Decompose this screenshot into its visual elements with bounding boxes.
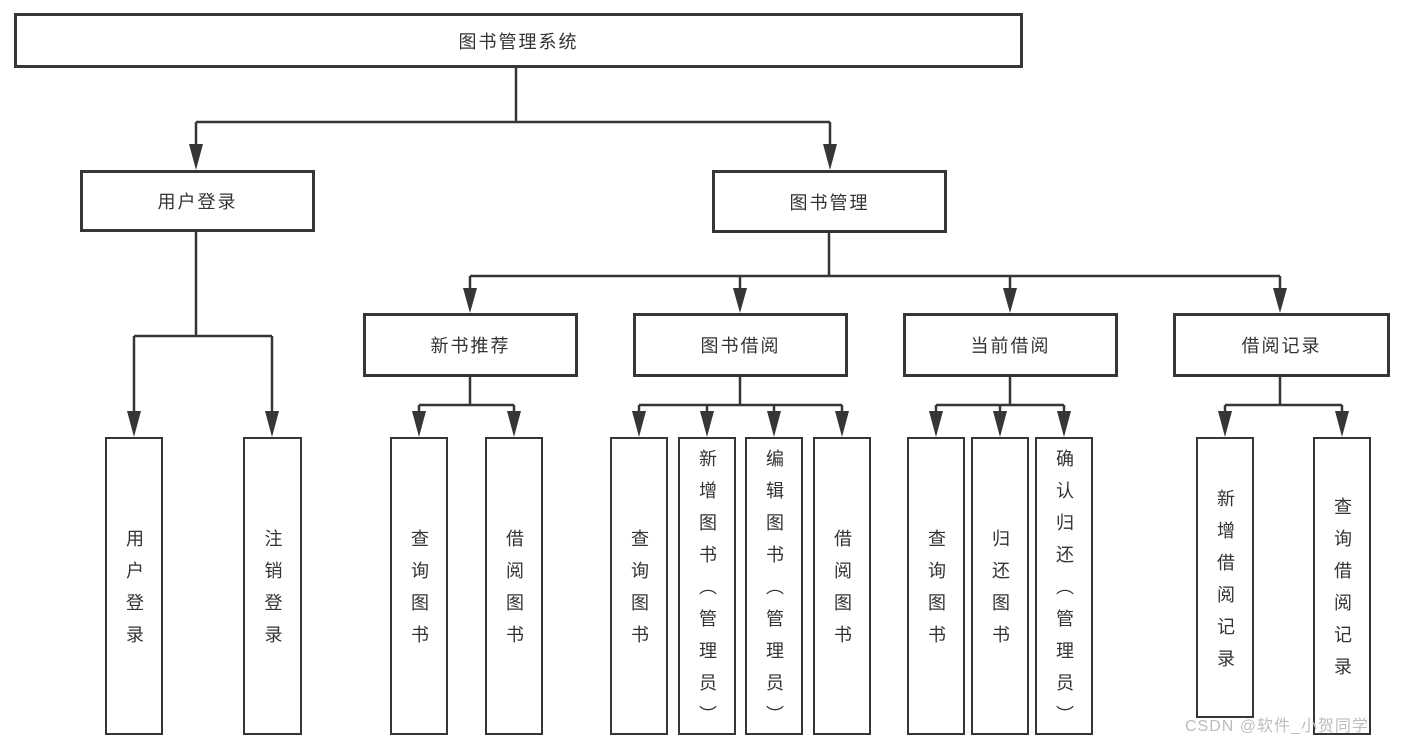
- arrow-down-icon: [127, 411, 141, 437]
- leaf-add-borrow-record: 新增借阅记录: [1196, 437, 1254, 718]
- leaf-query-borrow-record: 查询借阅记录: [1313, 437, 1371, 735]
- node-label: 查询图书: [409, 529, 429, 657]
- node-label: 图书管理系统: [458, 31, 579, 52]
- node-label: 图书管理: [789, 192, 870, 213]
- node-label: 当前借阅: [970, 336, 1051, 356]
- node-user-login: 用户登录: [80, 170, 315, 232]
- arrow-down-icon: [1057, 411, 1071, 437]
- node-label: 图书借阅: [700, 336, 781, 356]
- arrow-down-icon: [1335, 411, 1349, 437]
- arrow-down-icon: [412, 411, 426, 437]
- leaf-return-books: 归还图书: [971, 437, 1029, 735]
- leaf-logout: 注销登录: [243, 437, 302, 735]
- node-label: 查询借阅记录: [1332, 497, 1352, 689]
- node-label: 确认归还（管理员）: [1054, 449, 1074, 737]
- node-current-borrowing: 当前借阅: [903, 313, 1118, 377]
- leaf-borrow-books: 借阅图书: [485, 437, 543, 735]
- node-label: 新增图书（管理员）: [697, 449, 717, 737]
- arrow-down-icon: [507, 411, 521, 437]
- arrow-down-icon: [463, 288, 477, 313]
- node-label: 编辑图书（管理员）: [764, 449, 784, 737]
- arrow-down-icon: [189, 144, 203, 170]
- node-label: 归还图书: [990, 529, 1010, 657]
- node-label: 注销登录: [262, 529, 283, 657]
- node-book-borrowing: 图书借阅: [633, 313, 848, 377]
- leaf-edit-book-admin: 编辑图书（管理员）: [745, 437, 803, 737]
- arrow-down-icon: [265, 411, 279, 437]
- arrow-down-icon: [1218, 411, 1232, 437]
- node-label: 用户登录: [124, 529, 144, 657]
- arrow-down-icon: [835, 411, 849, 437]
- leaf-user-login: 用户登录: [105, 437, 163, 735]
- node-label: 查询图书: [926, 529, 946, 657]
- arrow-down-icon: [1273, 288, 1287, 313]
- node-label: 借阅记录: [1241, 336, 1322, 356]
- arrow-down-icon: [632, 411, 646, 437]
- node-label: 查询图书: [629, 529, 649, 657]
- node-label: 用户登录: [157, 192, 238, 212]
- arrow-down-icon: [700, 411, 714, 437]
- arrow-down-icon: [993, 411, 1007, 437]
- leaf-query-books: 查询图书: [610, 437, 668, 735]
- leaf-borrow-books: 借阅图书: [813, 437, 871, 735]
- node-book-management-system: 图书管理系统: [14, 13, 1023, 68]
- watermark: CSDN @软件_小贺同学: [1185, 718, 1369, 735]
- node-label: 借阅图书: [832, 529, 852, 657]
- node-borrowing-records: 借阅记录: [1173, 313, 1390, 377]
- node-label: 新书推荐: [430, 336, 511, 356]
- arrow-down-icon: [823, 144, 837, 170]
- node-new-book-recommendation: 新书推荐: [363, 313, 578, 377]
- node-book-management: 图书管理: [712, 170, 947, 233]
- arrow-down-icon: [929, 411, 943, 437]
- arrow-down-icon: [733, 288, 747, 313]
- leaf-confirm-return-admin: 确认归还（管理员）: [1035, 437, 1093, 737]
- arrow-down-icon: [767, 411, 781, 437]
- node-label: 新增借阅记录: [1215, 488, 1235, 681]
- leaf-query-books: 查询图书: [390, 437, 448, 735]
- leaf-query-books: 查询图书: [907, 437, 965, 735]
- leaf-add-book-admin: 新增图书（管理员）: [678, 437, 736, 737]
- arrow-down-icon: [1003, 288, 1017, 313]
- node-label: 借阅图书: [504, 529, 524, 657]
